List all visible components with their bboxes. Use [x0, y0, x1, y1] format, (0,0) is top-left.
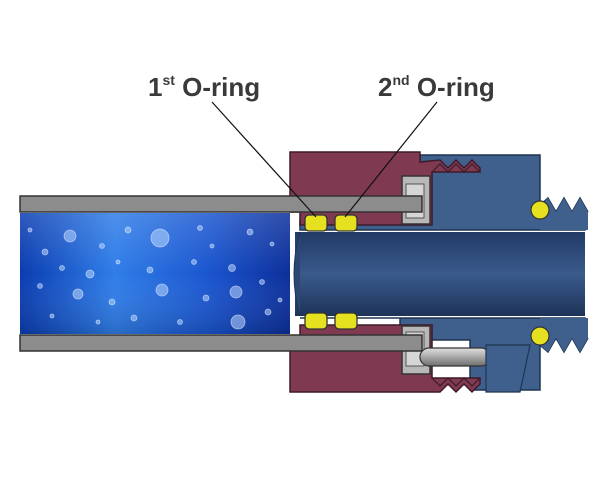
- fitting-bore: [295, 232, 585, 316]
- water-bubbles: [27, 225, 283, 330]
- first-oring-bottom: [304, 312, 328, 330]
- inner-orings: [304, 214, 358, 330]
- first-oring-leader: [211, 101, 317, 218]
- release-pin: [419, 344, 531, 393]
- second-oring-leader: [344, 101, 438, 218]
- leader-lines: [211, 101, 438, 218]
- second-oring-top: [334, 214, 358, 232]
- second-oring-label-text: O-ring: [416, 72, 495, 102]
- tube: [19, 195, 423, 352]
- second-oring-label: 2nd O-ring: [378, 73, 495, 100]
- first-oring-label-suffix: st: [162, 72, 175, 88]
- first-oring-label-number: 1: [148, 72, 163, 102]
- water: [20, 213, 290, 334]
- second-oring-label-suffix: nd: [392, 72, 410, 88]
- first-oring-label: 1st O-ring: [148, 73, 260, 100]
- first-oring-top: [304, 214, 328, 232]
- outer-orings: [530, 200, 550, 346]
- second-oring-bottom: [334, 312, 358, 330]
- second-oring-label-number: 2: [378, 72, 393, 102]
- first-oring-label-text: O-ring: [182, 72, 261, 102]
